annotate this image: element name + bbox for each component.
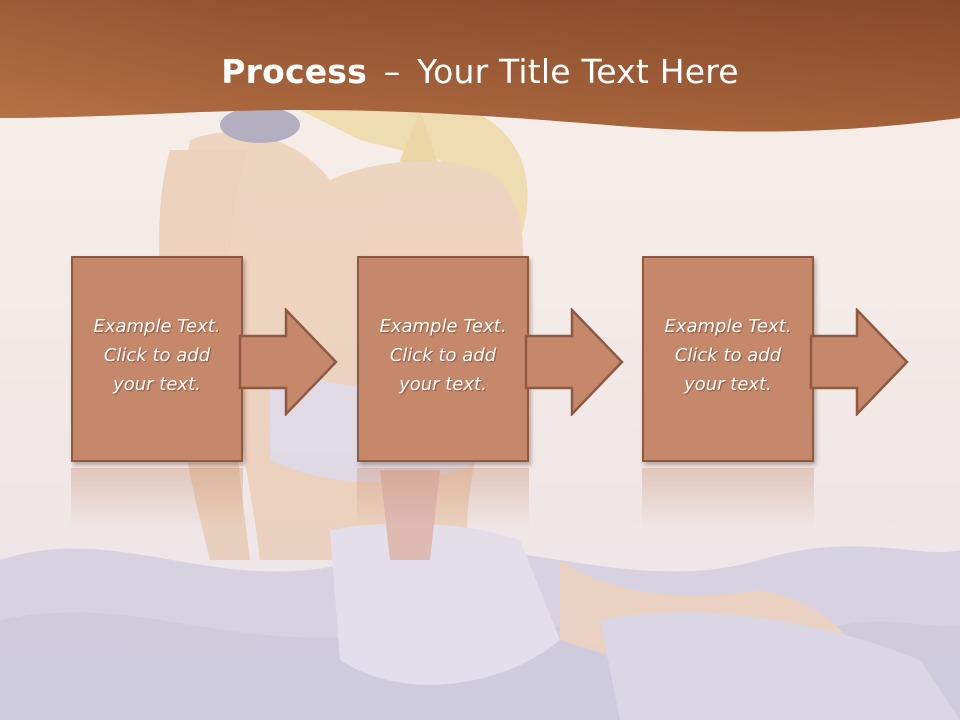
process-box-text[interactable]: Example Text. Click to add your text. [93, 316, 221, 395]
process-step-2[interactable]: Example Text. Click to add your text. [357, 256, 533, 466]
header-band [0, 0, 960, 132]
process-box-text[interactable]: Example Text. Click to add your text. [664, 316, 792, 395]
title-rest: Your Title Text Here [417, 52, 739, 91]
page-title: Process – Your Title Text Here [0, 52, 960, 91]
right-arrow-icon [524, 308, 624, 416]
title-separator: – [383, 52, 401, 91]
process-step-3[interactable]: Example Text. Click to add your text. [642, 256, 818, 466]
right-arrow-icon [809, 308, 909, 416]
process-box-text[interactable]: Example Text. Click to add your text. [379, 316, 507, 395]
process-box[interactable] [357, 256, 529, 462]
title-bold-part: Process [221, 52, 367, 91]
process-box[interactable] [71, 256, 243, 462]
box-reflection [357, 468, 529, 528]
right-arrow-icon [238, 308, 338, 416]
process-step-1[interactable]: Example Text. Click to add your text. [71, 256, 247, 466]
box-reflection [642, 468, 814, 528]
box-reflection [71, 468, 243, 528]
